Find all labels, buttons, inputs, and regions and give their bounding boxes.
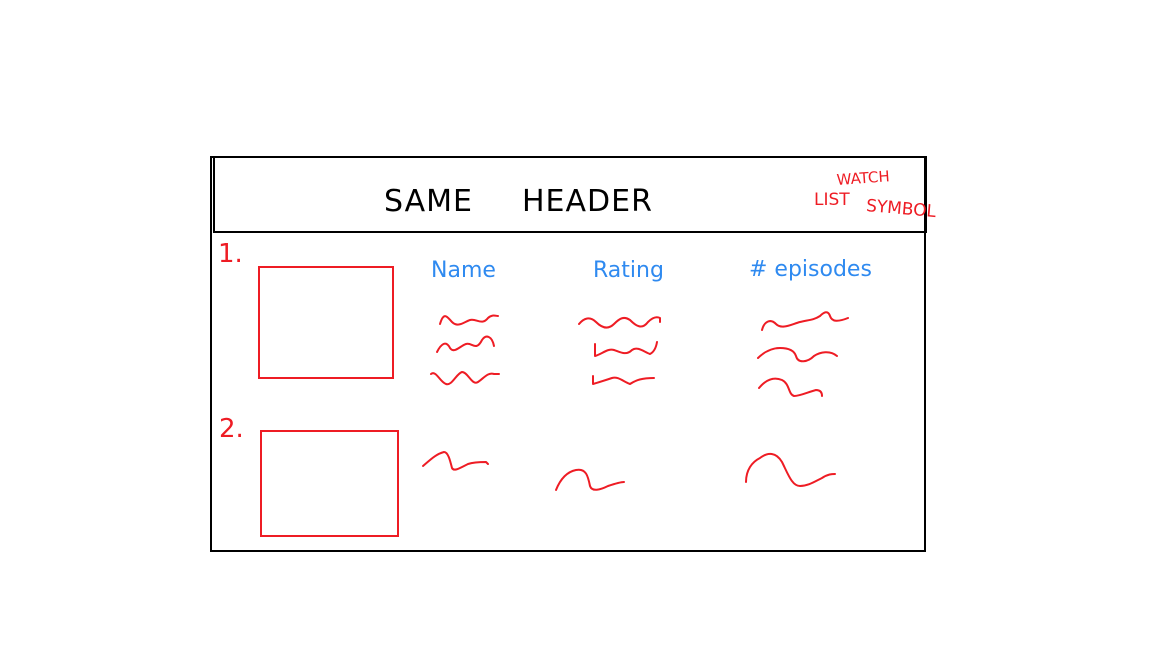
- scribble-name-3: [430, 371, 500, 386]
- scribble-name-2: [436, 335, 495, 353]
- watchlist-label-list: LIST: [814, 190, 850, 210]
- thumbnail-placeholder[interactable]: [258, 266, 394, 379]
- header-title-same: SAME: [384, 184, 473, 219]
- column-header-name: Name: [431, 258, 496, 283]
- header-title-header: HEADER: [522, 184, 653, 219]
- scribble-name-row2: [422, 451, 489, 471]
- scribble-rating-3: [592, 375, 655, 385]
- header-bar: [213, 156, 927, 233]
- scribble-episodes-1: [761, 311, 849, 331]
- scribble-episodes-row2: [745, 452, 836, 487]
- scribble-rating-row2: [555, 468, 625, 491]
- column-header-episodes: # episodes: [749, 257, 872, 282]
- thumbnail-placeholder[interactable]: [260, 430, 399, 537]
- row-number: 2.: [219, 414, 244, 444]
- scribble-rating-1: [578, 316, 661, 329]
- row-number: 1.: [218, 239, 243, 269]
- scribble-rating-2: [594, 341, 658, 357]
- column-header-rating: Rating: [593, 258, 664, 283]
- scribble-name-1: [439, 314, 499, 326]
- scribble-episodes-3: [758, 377, 823, 397]
- scribble-episodes-2: [757, 347, 838, 363]
